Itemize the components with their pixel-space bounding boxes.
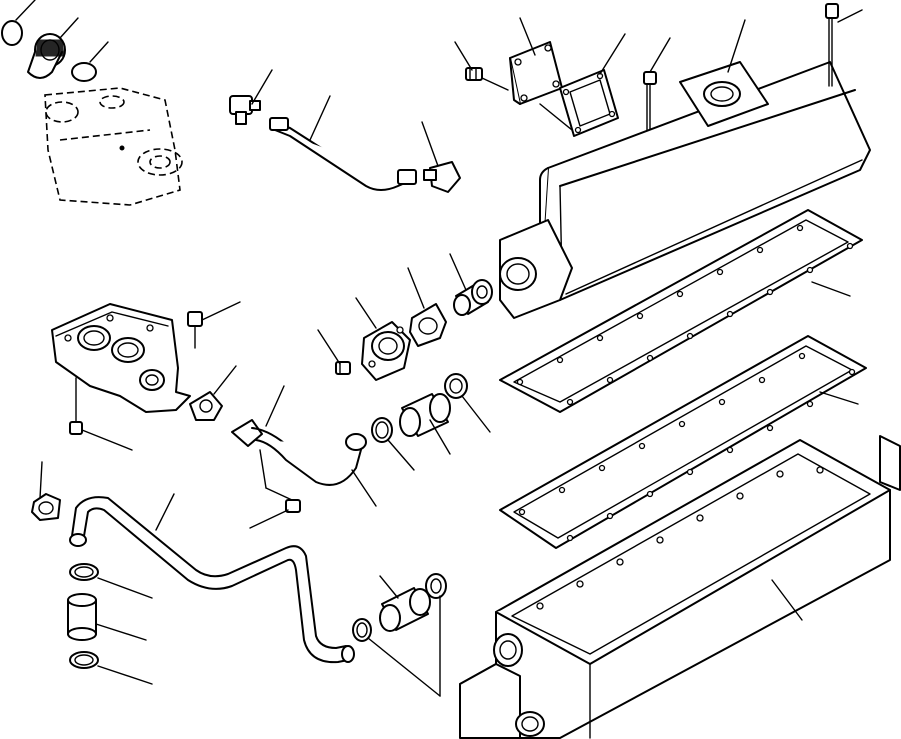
- hose-clamp-3: [69, 563, 99, 581]
- gasket-bolt-holes: [518, 352, 856, 542]
- flange-bolt: [335, 361, 351, 375]
- water-pipe-upper: [231, 419, 367, 489]
- adapter-bolt-top: [187, 311, 203, 349]
- oil-tube: [269, 117, 417, 191]
- adapter-bolt-bottom: [69, 377, 83, 435]
- adapter-gasket: [189, 391, 223, 421]
- lower-manifold-body: [459, 435, 901, 739]
- manifold-gasket-upper: [499, 209, 863, 413]
- elbow-fitting-upper: [229, 95, 261, 125]
- leader-line: [367, 637, 441, 697]
- leader-line: [15, 0, 36, 21]
- leader-line: [407, 267, 425, 309]
- adapter-casting: [51, 303, 191, 413]
- hose-clamp-6: [425, 573, 447, 599]
- rubber-hose-lower: [379, 587, 431, 632]
- connector-flange: [361, 321, 411, 381]
- pipe-bolt: [265, 487, 301, 513]
- leader-line: [429, 419, 451, 455]
- leader-line: [727, 19, 746, 73]
- o-ring-small: [1, 20, 23, 46]
- elbow-fitting-lower: [423, 161, 461, 193]
- hose-fitting-ribbed: [27, 33, 66, 79]
- long-bolt-right: [825, 3, 839, 87]
- reference-housing: [44, 87, 183, 206]
- leader-line: [39, 461, 43, 499]
- hose-clamp-1: [371, 417, 393, 443]
- manifold-bolt-bosses: [536, 466, 824, 610]
- cover-plate: [509, 41, 563, 105]
- leader-line: [249, 509, 289, 529]
- leader-line: [387, 439, 415, 471]
- clip-bracket: [31, 493, 61, 521]
- leader-line: [379, 575, 399, 599]
- leader-line: [97, 665, 153, 685]
- leader-line: [649, 37, 671, 73]
- o-ring-large: [71, 62, 97, 82]
- leader-line: [265, 385, 285, 427]
- leader-line: [811, 281, 851, 297]
- leader-line: [771, 579, 803, 621]
- leader-line: [539, 103, 573, 131]
- leader-line: [355, 297, 377, 329]
- hose-clamp-4: [69, 651, 99, 669]
- water-pipe-lower: [69, 496, 355, 664]
- leader-line: [251, 69, 273, 105]
- leader-line: [599, 33, 626, 75]
- hose-clamp-2: [444, 373, 468, 399]
- leader-line: [317, 329, 341, 365]
- plug-bolt-small: [465, 67, 483, 81]
- leader-line: [454, 41, 473, 71]
- rubber-hose-lower-left: [67, 593, 97, 641]
- leader-line: [819, 391, 859, 405]
- leader-line: [59, 17, 79, 39]
- leader-line: [461, 395, 491, 433]
- gasket-bolt-holes: [516, 224, 854, 406]
- leader-line: [519, 17, 536, 56]
- leader-line: [97, 577, 153, 599]
- cover-gasket: [559, 69, 619, 137]
- hose-clamp-5: [352, 618, 372, 642]
- leader-line: [351, 469, 377, 507]
- leader-line: [309, 95, 331, 141]
- leader-line: [449, 253, 467, 291]
- leader-line: [481, 77, 509, 91]
- leader-line: [95, 623, 147, 641]
- leader-line: [155, 493, 175, 531]
- upper-manifold-cover: [499, 61, 871, 319]
- leader-line: [89, 41, 109, 63]
- leader-line: [837, 9, 863, 23]
- flange-gasket: [409, 303, 447, 347]
- connector-sleeve: [453, 279, 493, 316]
- leader-line: [213, 365, 237, 395]
- leader-line: [421, 121, 439, 167]
- manifold-gasket-lower: [499, 335, 867, 549]
- rubber-hose-upper: [399, 393, 451, 437]
- leader-line: [81, 429, 133, 451]
- leader-line: [201, 301, 241, 321]
